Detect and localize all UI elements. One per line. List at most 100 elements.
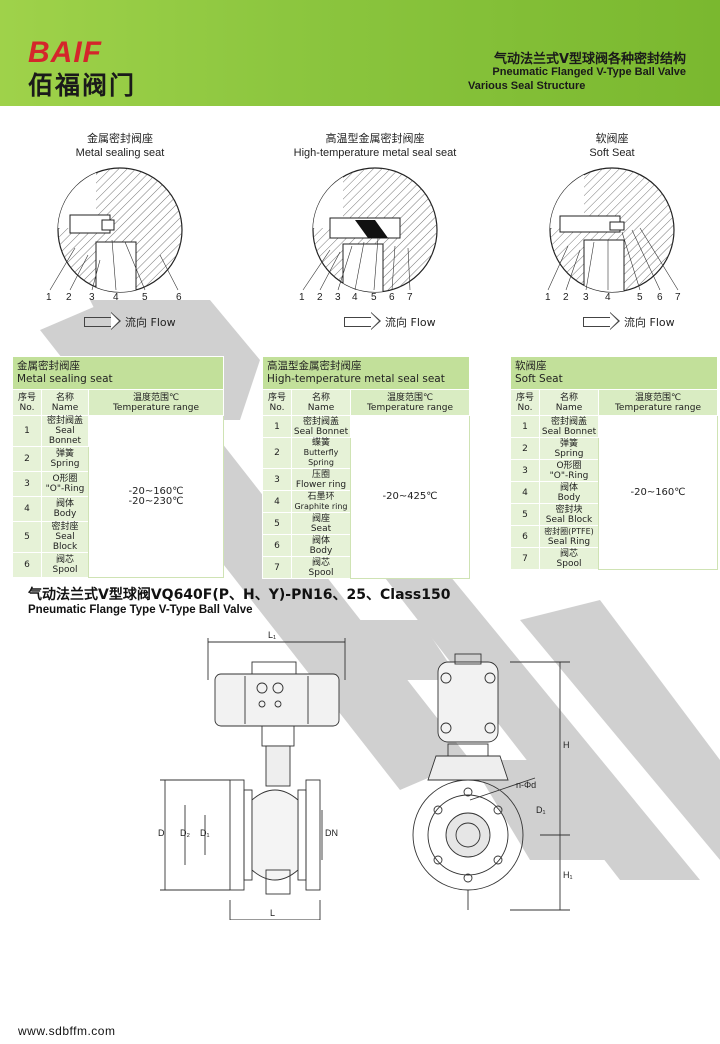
seat-title-cn: 软阀座	[595, 132, 629, 145]
row-name-en: Spool	[308, 567, 334, 578]
row-name-cn: 石墨环	[307, 491, 335, 502]
dimension-labels: L₁ D D₂ D₁ DN L H H₁ n-Φd D₁	[0, 620, 720, 920]
part-label: 3	[335, 292, 341, 303]
table-caption: 高温型金属密封阀座 High-temperature metal seal se…	[262, 356, 470, 390]
seat-title-cn: 金属密封阀座	[87, 132, 153, 145]
valve-side-view	[412, 653, 570, 911]
row-name-en: Seal Block	[52, 532, 78, 552]
header-no-cn: 序号	[17, 392, 36, 403]
seat-diagrams	[49, 167, 679, 293]
caption-en: High-temperature metal seal seat	[267, 373, 445, 385]
header-temp-en: Temperature range	[614, 402, 702, 413]
temperature-cell: -20~160℃	[598, 415, 718, 570]
header-temp-en: Temperature range	[366, 402, 454, 413]
seat-title-metal: 金属密封阀座 Metal sealing seat	[20, 132, 220, 160]
row-no: 2	[12, 446, 42, 472]
part-label: 2	[317, 292, 323, 303]
row-name-en: Graphite ring	[294, 501, 348, 511]
row-name-en: Body	[53, 509, 77, 519]
row-name-en: Body	[557, 492, 581, 503]
row-no: 4	[12, 496, 42, 522]
part-label: 5	[637, 292, 643, 303]
part-label: 1	[46, 292, 52, 303]
dim-D2: D₂	[180, 828, 190, 838]
row-no: 4	[510, 481, 540, 504]
spec-table-high-temp: 高温型金属密封阀座 High-temperature metal seal se…	[262, 356, 470, 579]
part-label: 2	[563, 292, 569, 303]
row-name-en: Flower ring	[295, 479, 347, 490]
part-label: 4	[605, 292, 611, 303]
page-header: BAIF 佰福阀门 气动法兰式V型球阀各种密封结构 Pneumatic Flan…	[0, 0, 720, 106]
header-no-en: No.	[517, 402, 533, 413]
header-name-en: Name	[307, 402, 335, 413]
part-label: 7	[407, 292, 413, 303]
part-label: 2	[66, 292, 72, 303]
metal-seat-diagram	[57, 167, 183, 293]
seat-title-cn: 高温型金属密封阀座	[325, 132, 425, 145]
valve-drawings	[160, 638, 570, 920]
header-subtitle-en: Various Seal Structure	[468, 80, 586, 92]
part-label: 5	[142, 292, 148, 303]
row-name-cn: 阀芯	[55, 555, 74, 565]
row-name-en: Seal Bonnet	[48, 426, 82, 446]
part-label: 4	[113, 292, 119, 303]
row-no: 1	[510, 415, 540, 438]
brand-logo: BAIF	[28, 36, 102, 69]
row-name-en: Butterfly Spring	[303, 448, 339, 467]
footer-url[interactable]: www.sdbffm.com	[18, 1024, 116, 1038]
seat-1-part-labels: 1 2 3 4 5 6 1 2 3 4 5 6 7 1 2 3 4 5 6 7	[0, 292, 720, 306]
row-no: 3	[510, 459, 540, 482]
dim-D1-side: D₁	[536, 805, 546, 815]
part-label: 6	[389, 292, 395, 303]
high-temp-seat-diagram	[312, 167, 438, 293]
row-no: 1	[12, 415, 42, 447]
header-temp-cn: 温度范围℃	[634, 392, 682, 403]
header-title-en: Pneumatic Flanged V-Type Ball Valve	[492, 66, 686, 78]
row-name-en: Spring	[554, 448, 584, 459]
caption-cn: 软阀座	[515, 360, 547, 372]
part-label: 6	[176, 292, 182, 303]
temp-value: -20~160℃	[128, 485, 184, 497]
part-label: 5	[371, 292, 377, 303]
row-name-cn: 阀芯	[559, 548, 578, 559]
arrow-right-icon	[344, 312, 381, 330]
seat-title-en: Soft Seat	[589, 147, 635, 159]
temperature-cell: -20~160℃-20~230℃	[88, 415, 224, 578]
dim-H: H	[563, 740, 570, 750]
flow-indicator: 流向 Flow	[344, 312, 436, 330]
row-name-en: Seal Block	[545, 514, 593, 525]
row-name-cn: 阀体	[55, 499, 74, 509]
row-no: 5	[262, 512, 292, 535]
dim-D1: D₁	[200, 828, 210, 838]
row-name-cn: 弹簧	[559, 438, 578, 449]
row-name-en: Seal Bonnet	[541, 426, 597, 437]
brand-name-cn: 佰福阀门	[28, 71, 137, 100]
row-name-cn: 密封阀盖	[550, 416, 587, 427]
row-name-cn: O形圈	[52, 474, 78, 484]
dim-DN: DN	[325, 828, 338, 838]
soft-seat-diagram	[549, 167, 675, 293]
row-name-en: Seal Bonnet	[293, 426, 349, 437]
row-name-cn: 密封圈(PTFE)	[544, 526, 594, 536]
caption-en: Soft Seat	[515, 373, 563, 385]
dim-H1: H₁	[563, 870, 573, 880]
row-no: 2	[262, 437, 292, 469]
header-no-cn: 序号	[515, 392, 534, 403]
temp-value: -20~230℃	[128, 495, 184, 507]
header-name-en: Name	[555, 402, 583, 413]
caption-en: Metal sealing seat	[17, 373, 113, 385]
row-no: 6	[510, 525, 540, 548]
header-name-cn: 名称	[559, 392, 578, 403]
